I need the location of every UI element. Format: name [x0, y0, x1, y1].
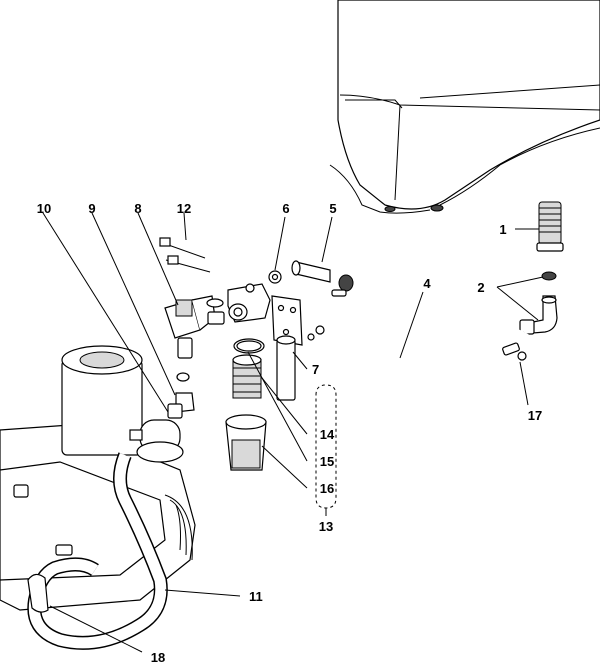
- callout-13: 13: [319, 519, 333, 534]
- pump-assembly: [0, 345, 196, 611]
- callout-5: 5: [329, 201, 336, 216]
- callout-16: 16: [320, 481, 334, 496]
- filter-assembly-parts: [225, 338, 267, 471]
- solenoid-valve-part: [164, 295, 225, 359]
- elbow-fitting-part: [167, 372, 195, 419]
- bracket-plate-part: [271, 295, 325, 401]
- suction-hose-part: [27, 452, 168, 650]
- elbow-connector-part: [519, 271, 558, 335]
- callout-1: 1: [499, 222, 506, 237]
- callout-7: 7: [312, 362, 319, 377]
- callout-12: 12: [177, 201, 191, 216]
- filter-cartridge-part: [536, 201, 564, 252]
- callout-6: 6: [282, 201, 289, 216]
- valve-block-part: [159, 237, 271, 323]
- callout-18: 18: [151, 650, 165, 665]
- callout-15: 15: [320, 454, 334, 469]
- callout-8: 8: [134, 201, 141, 216]
- main-hose-part: [338, 276, 529, 371]
- callout-2: 2: [477, 280, 484, 295]
- hose-fitting-part: [291, 260, 354, 297]
- callout-9: 9: [88, 201, 95, 216]
- leader-lines: [42, 212, 544, 653]
- callout-10: 10: [37, 201, 51, 216]
- callout-11: 11: [249, 589, 263, 604]
- machine-body: [329, 0, 600, 214]
- callout-labels: 1 2 4 5 6 7 8 9 10 11 12 13 14 15 16 17 …: [37, 201, 542, 665]
- callout-14: 14: [320, 427, 335, 442]
- washer-part: [268, 270, 282, 284]
- callout-17: 17: [528, 408, 542, 423]
- group-bracket: [315, 384, 337, 516]
- callout-4: 4: [423, 276, 431, 291]
